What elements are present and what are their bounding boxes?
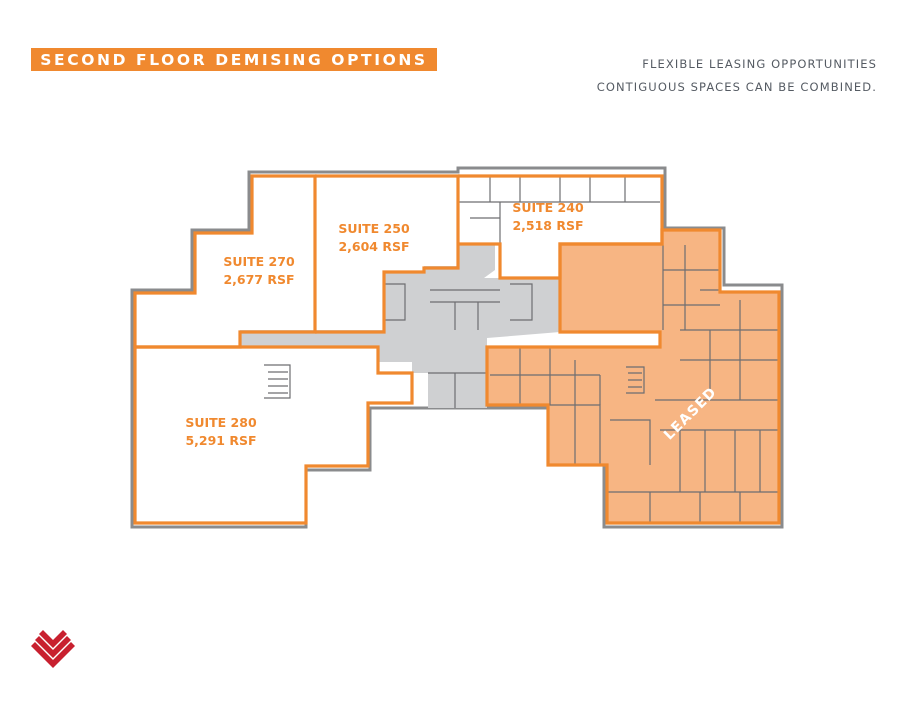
tagline-flexible-leasing: FLEXIBLE LEASING OPPORTUNITIES bbox=[642, 57, 877, 71]
suite-280-area: 5,291 RSF bbox=[185, 433, 256, 448]
suite-250-boundary bbox=[315, 174, 460, 334]
interior-walls bbox=[264, 176, 779, 523]
title-banner: SECOND FLOOR DEMISING OPTIONS bbox=[31, 48, 437, 71]
suite-280-name: SUITE 280 bbox=[185, 415, 257, 430]
tagline-contiguous-spaces: CONTIGUOUS SPACES CAN BE COMBINED. bbox=[596, 80, 877, 94]
suite-240-name: SUITE 240 bbox=[512, 200, 584, 215]
suite-270-area: 2,677 RSF bbox=[223, 272, 294, 287]
stacked-chevron-logo-icon bbox=[31, 630, 75, 668]
suite-240-area: 2,518 RSF bbox=[512, 218, 583, 233]
suite-250-name: SUITE 250 bbox=[338, 221, 410, 236]
page-title: SECOND FLOOR DEMISING OPTIONS bbox=[40, 50, 428, 69]
common-area bbox=[240, 244, 660, 408]
suite-270-name: SUITE 270 bbox=[223, 254, 295, 269]
demising-lines bbox=[133, 174, 781, 525]
leased-boundary bbox=[485, 228, 781, 525]
suite-250-area: 2,604 RSF bbox=[338, 239, 409, 254]
suite-280-boundary bbox=[133, 345, 414, 525]
